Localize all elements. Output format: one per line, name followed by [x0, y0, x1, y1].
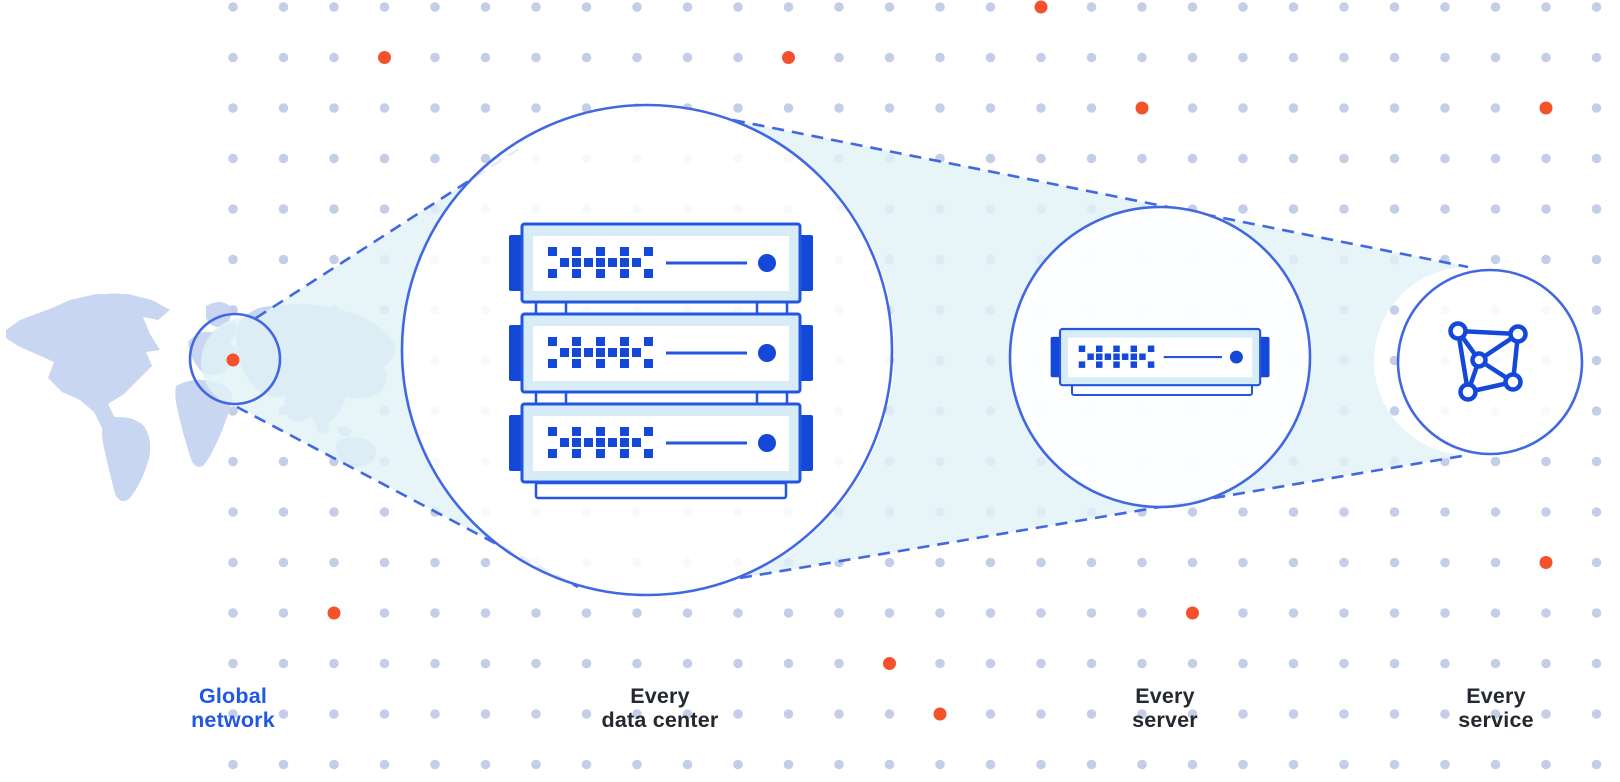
network-mesh-icon: [1448, 321, 1528, 402]
label-line: network: [191, 708, 275, 732]
label-every-server: Every server: [1045, 684, 1285, 732]
label-every-service: Every service: [1376, 684, 1616, 732]
single-server: [1050, 327, 1270, 396]
label-line: Every: [1135, 684, 1195, 708]
label-every-data-center: Every data center: [540, 684, 780, 732]
map-focus-circle: [188, 312, 282, 406]
label-line: Every: [630, 684, 690, 708]
label-global-network: Global network: [113, 684, 353, 732]
label-line: data center: [601, 708, 719, 732]
label-line: server: [1132, 708, 1198, 732]
server-rack: [509, 222, 813, 500]
label-line: Every: [1466, 684, 1526, 708]
label-line: service: [1458, 708, 1534, 732]
label-line: Global: [198, 684, 268, 708]
